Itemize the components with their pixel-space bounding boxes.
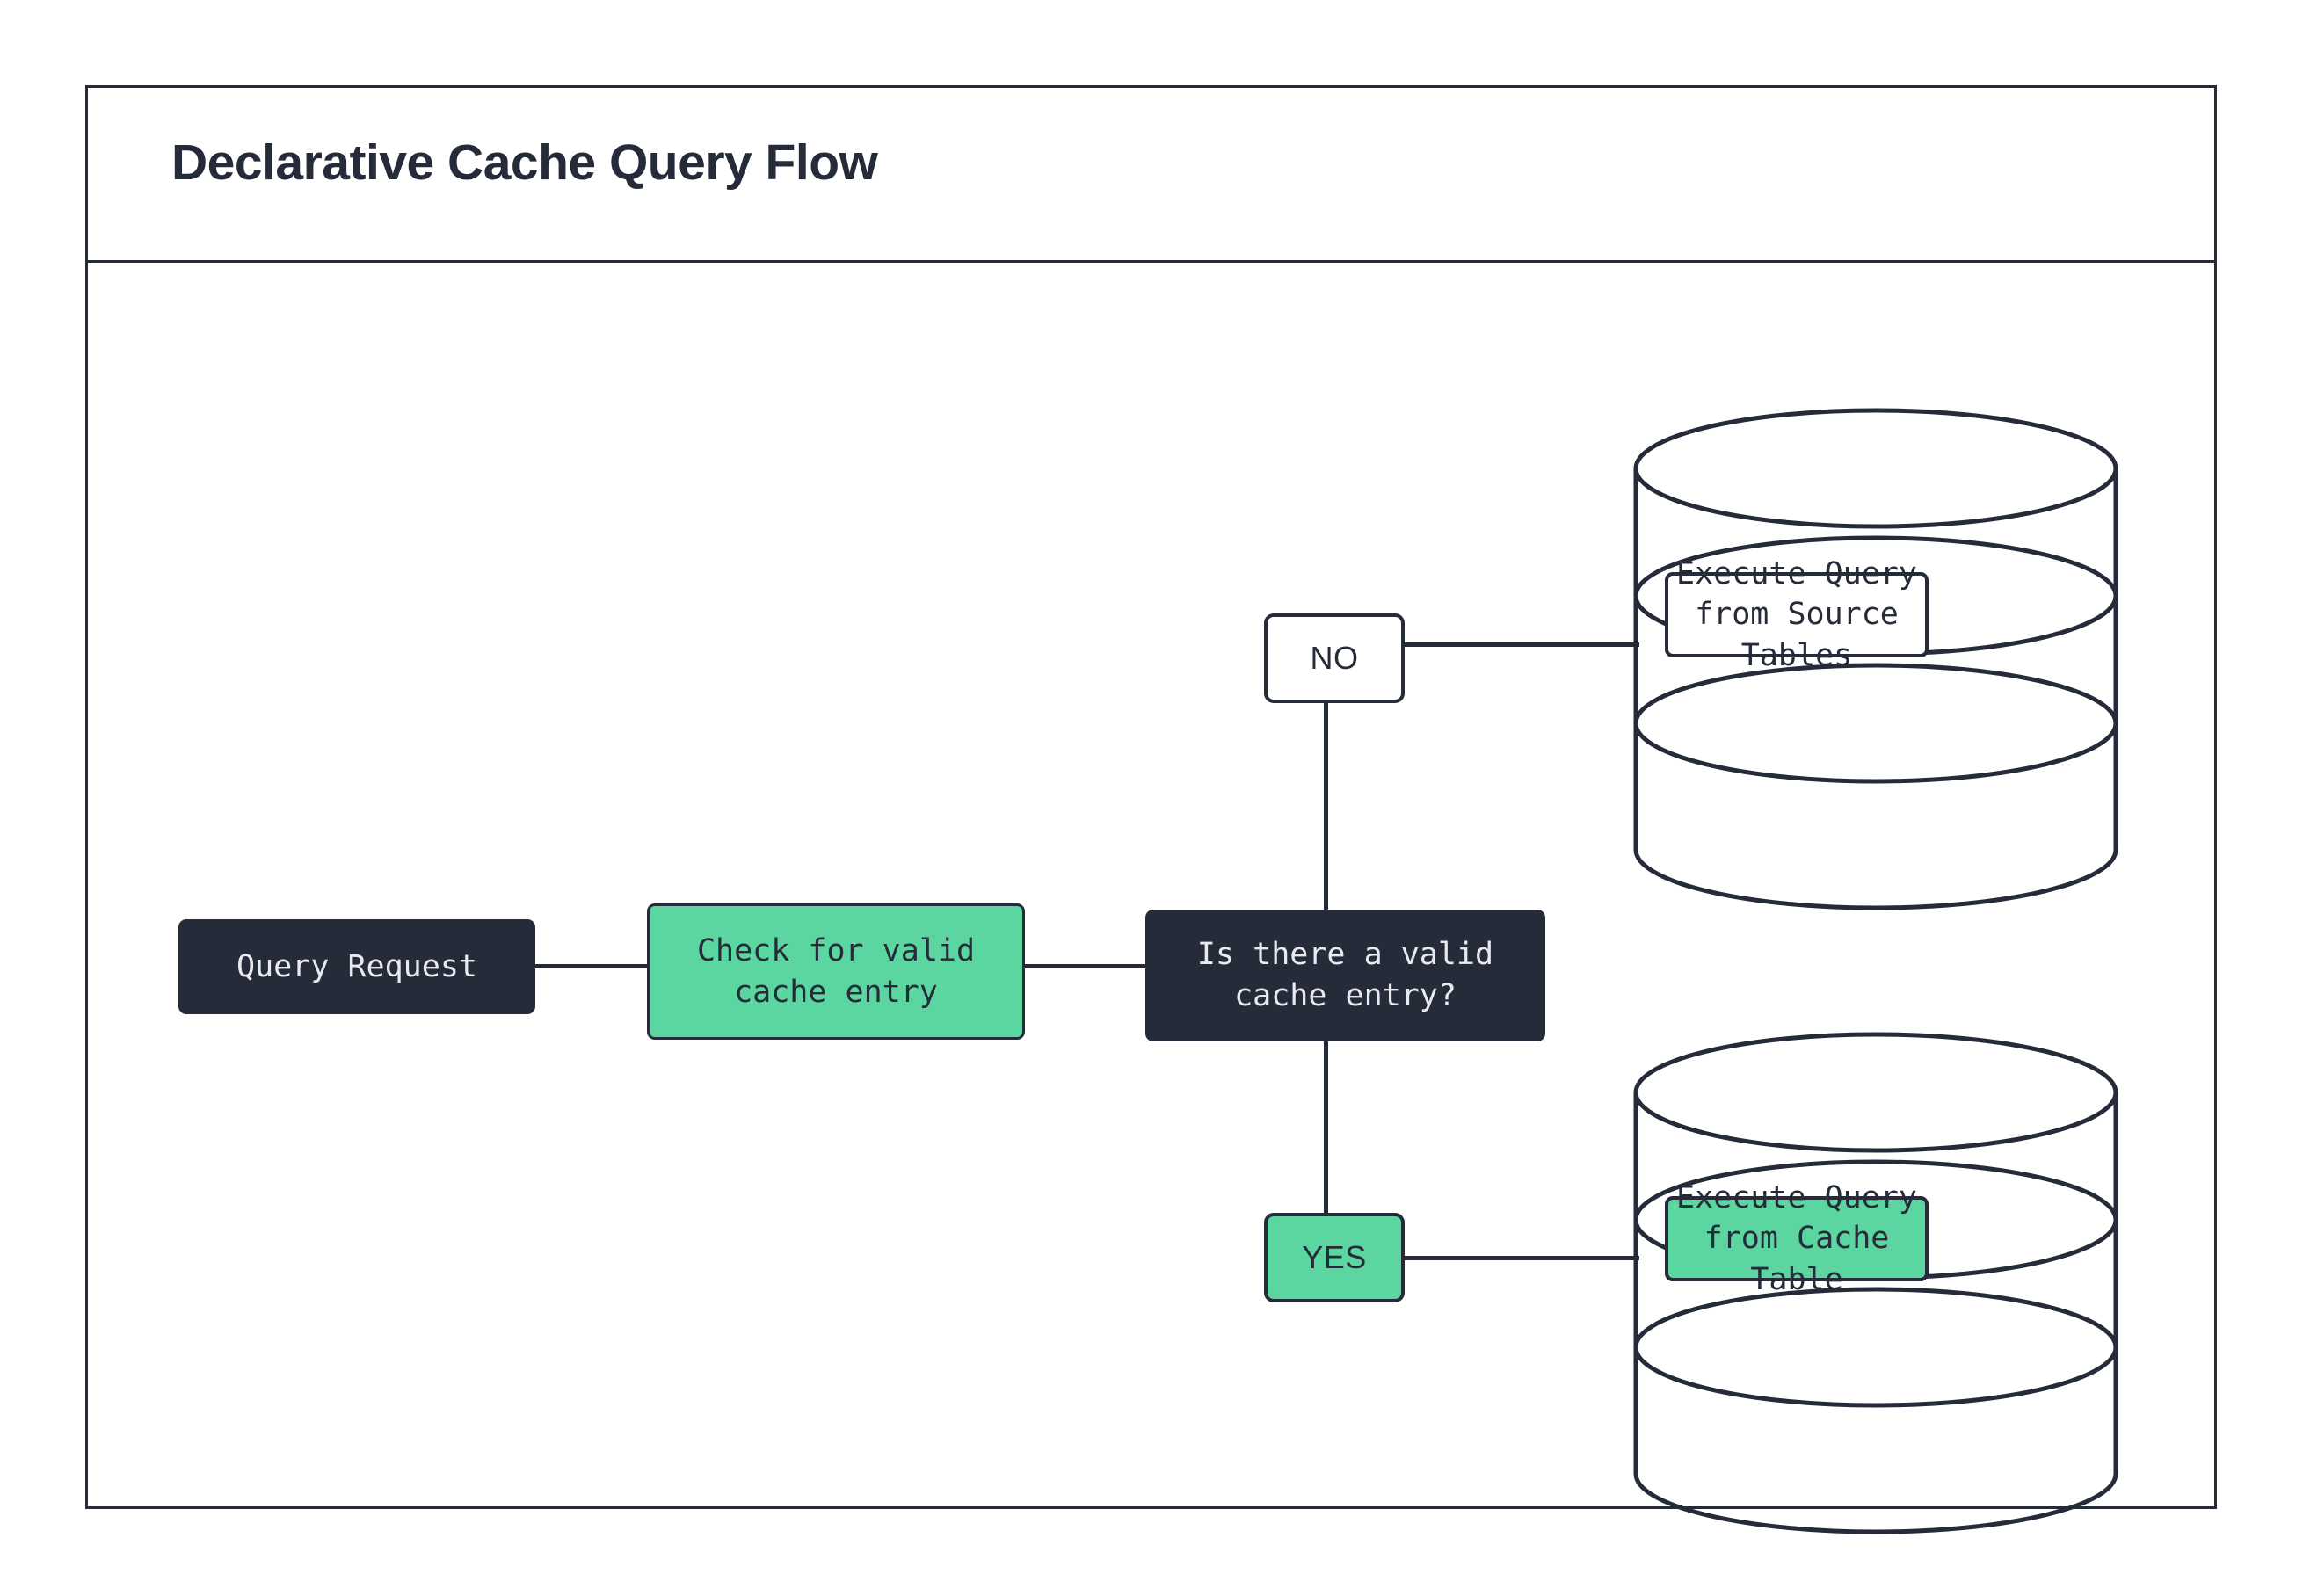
branch-label-no[interactable]: NO	[1264, 613, 1405, 703]
node-query-request[interactable]: Query Request	[178, 919, 535, 1014]
diagram-frame: Declarative Cache Query Flow	[85, 85, 2217, 1534]
edge-query-to-check	[532, 964, 647, 968]
branch-label-yes[interactable]: YES	[1264, 1213, 1405, 1302]
edge-no-to-source-db	[1400, 642, 1639, 647]
node-check-cache[interactable]: Check for valid cache entry	[647, 903, 1025, 1040]
diagram-canvas: Execute Query from Source Tables Execute…	[88, 263, 2214, 1534]
edge-check-to-decision	[1021, 964, 1145, 968]
edge-decision-to-no	[1324, 700, 1328, 910]
source-db-label: Execute Query from Source Tables	[1665, 556, 1929, 673]
edge-yes-to-cache-db	[1400, 1256, 1639, 1260]
database-cylinder-icon	[1633, 1032, 2118, 1534]
page-title: Declarative Cache Query Flow	[171, 134, 878, 191]
source-tables-database[interactable]: Execute Query from Source Tables	[1633, 408, 2118, 910]
cache-table-database[interactable]: Execute Query from Cache Table	[1633, 1032, 2118, 1534]
node-decision-valid-cache[interactable]: Is there a valid cache entry?	[1145, 910, 1545, 1041]
cache-db-label: Execute Query from Cache Table	[1665, 1180, 1929, 1297]
edge-decision-to-yes	[1324, 1040, 1328, 1214]
diagram-header: Declarative Cache Query Flow	[88, 88, 2214, 263]
